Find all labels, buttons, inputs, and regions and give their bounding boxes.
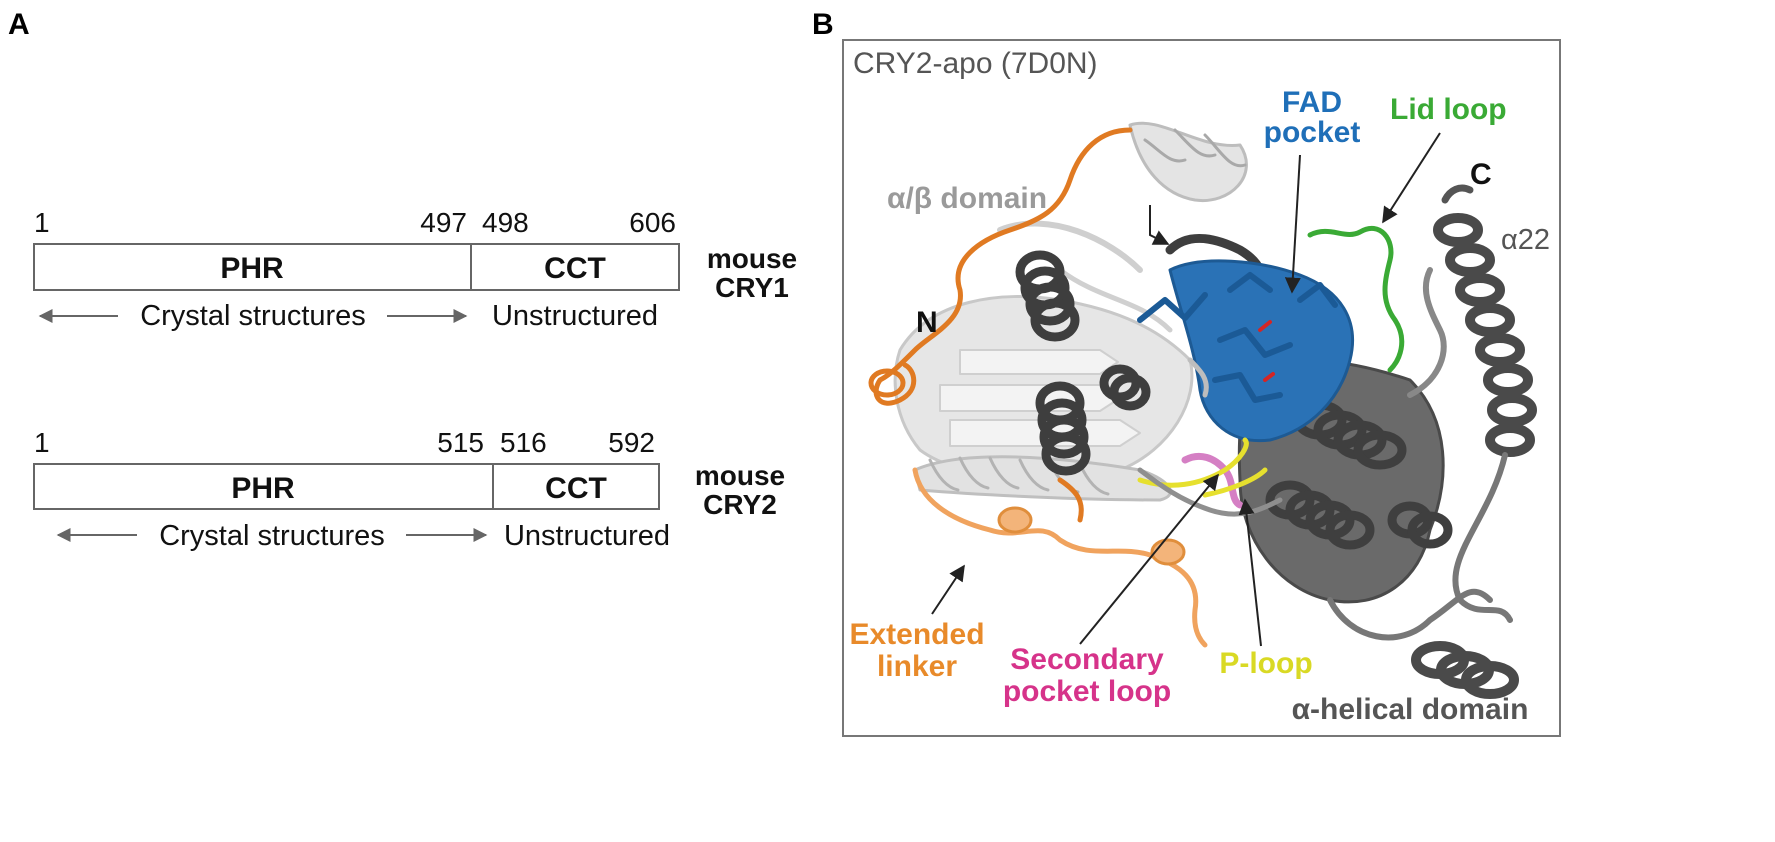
cry2-construct: 1 515 516 592 PHR CCT mouse CRY2 Crystal… (33, 427, 785, 552)
cry1-species-line1: mouse (707, 243, 797, 274)
cry1-start-number: 1 (34, 207, 50, 238)
linker-helix-small-a (997, 506, 1033, 534)
cry1-construct: 1 497 498 606 PHR CCT mouse CRY1 Crystal… (33, 207, 797, 332)
lid-loop-cartoon (1307, 225, 1405, 373)
alpha22-label: α22 (1501, 224, 1550, 256)
lid-loop-arrow (1382, 132, 1441, 224)
extended-linker-label-line2: linker (877, 650, 957, 683)
cry1-phr-end-number: 497 (420, 207, 467, 238)
cry2-start-number: 1 (34, 427, 50, 458)
connector-loop-b (1137, 467, 1283, 517)
cry2-structured-note: Crystal structures (159, 520, 385, 552)
cry2-species-line1: mouse (695, 460, 785, 491)
cry1-cct-start-number: 498 (482, 207, 529, 238)
linker-helix-small-b (1150, 538, 1186, 566)
cry2-end-number: 592 (608, 427, 655, 458)
fad-pocket-arrow (1284, 154, 1301, 294)
panel-b: B CRY2-apo (7D0N) (812, 8, 1561, 737)
cry2-phr-end-number: 515 (437, 427, 484, 458)
cry1-structured-note: Crystal structures (140, 300, 366, 332)
linker-helix-small-c (868, 368, 906, 398)
fad-pocket-cartoon (1137, 259, 1355, 443)
extended-linker-arrow (931, 564, 965, 615)
cry2-unstructured-note: Unstructured (504, 520, 670, 552)
alpha-helical-domain-label: α-helical domain (1292, 693, 1529, 726)
cry1-phr-box (33, 243, 472, 291)
cry1-unstructured-note: Unstructured (492, 300, 658, 332)
c-terminus-label: C (1470, 158, 1492, 191)
structure-title: CRY2-apo (7D0N) (853, 47, 1098, 80)
p-loop-arrow (1238, 498, 1262, 647)
panel-a: A 1 497 498 606 PHR CCT mouse CRY1 Cryst… (8, 8, 797, 552)
cry2-species-line2: CRY2 (703, 489, 777, 520)
secondary-pocket-loop-label-line2: pocket loop (1003, 675, 1171, 708)
lid-loop-label: Lid loop (1390, 93, 1507, 126)
fad-pocket-label-line1: FAD (1282, 86, 1342, 119)
n-terminus-label: N (916, 306, 938, 339)
cry1-species-line2: CRY1 (715, 272, 789, 303)
extended-linker-cartoon (873, 127, 1133, 406)
cry1-cct-label: CCT (544, 252, 606, 285)
connector-loop-a (1187, 357, 1209, 398)
secondary-pocket-loop-arrow (1079, 473, 1220, 645)
extended-linker-lower-cartoon (912, 467, 1208, 648)
linker-segment-cartoon (1057, 477, 1084, 523)
p-loop-label: P-loop (1219, 647, 1312, 680)
secondary-pocket-loop-label-line1: Secondary (1010, 643, 1164, 676)
panel-b-letter: B (812, 8, 834, 41)
extended-linker-label-line1: Extended (849, 618, 984, 651)
alpha-beta-domain-arrow (1149, 205, 1170, 245)
cry1-cct-box (470, 243, 680, 291)
cry1-end-number: 606 (629, 207, 676, 238)
protein-structure-illustration (868, 121, 1537, 699)
alpha-beta-domain-label: α/β domain (887, 182, 1047, 215)
panel-a-letter: A (8, 8, 30, 41)
fad-pocket-label-line2: pocket (1264, 116, 1361, 149)
cry2-cct-label: CCT (545, 472, 607, 505)
cry2-phr-label: PHR (231, 472, 295, 505)
cry2-phr-box (33, 463, 494, 510)
cry2-cct-start-number: 516 (500, 427, 547, 458)
dark-helices (1015, 233, 1266, 476)
cry1-phr-label: PHR (220, 252, 284, 285)
cry2-cct-box (492, 463, 660, 510)
